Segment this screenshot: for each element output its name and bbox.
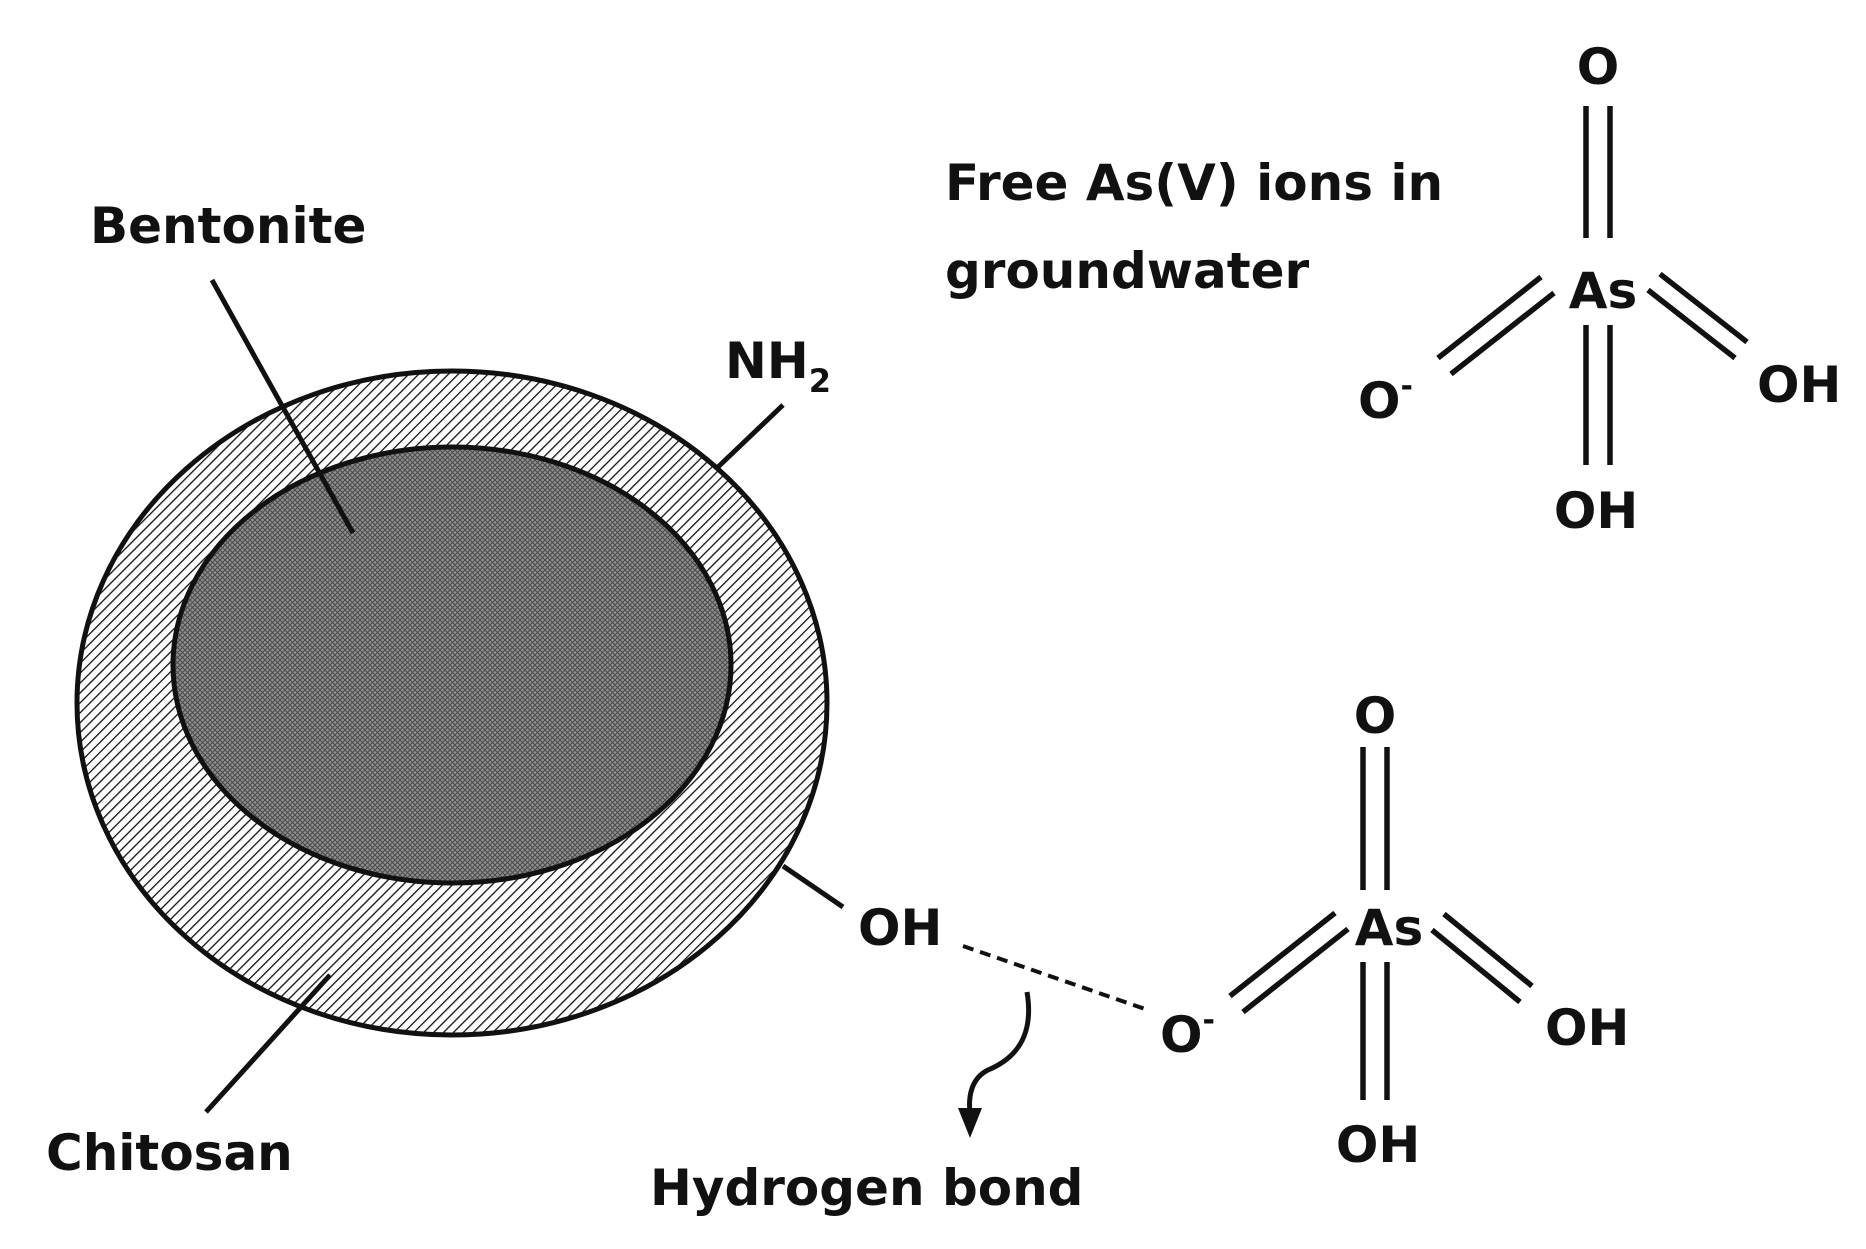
free-ions-label-line1: Free As(V) ions in bbox=[945, 154, 1443, 212]
bentonite-label: Bentonite bbox=[90, 197, 366, 255]
free-arsenate-ion: O As O- OH OH bbox=[1358, 38, 1841, 540]
free-arsenate-left-charge: - bbox=[1401, 369, 1413, 404]
free-arsenate-center: As bbox=[1569, 262, 1637, 320]
bound-arsenate-top-oxygen: O bbox=[1354, 687, 1397, 745]
chitosan-label: Chitosan bbox=[46, 1124, 293, 1182]
bound-arsenate-right-bond-b bbox=[1442, 911, 1534, 989]
bound-arsenate-right-oh: OH bbox=[1545, 999, 1629, 1057]
hydroxyl-group: OH bbox=[858, 899, 942, 957]
free-arsenate-left-bond-b bbox=[1449, 290, 1556, 377]
bound-arsenate-bottom-oh: OH bbox=[1336, 1116, 1420, 1174]
free-arsenate-right-bond-b bbox=[1658, 271, 1749, 345]
hydroxyl-bond-line bbox=[781, 863, 845, 910]
hydrogen-bond-arrow bbox=[967, 991, 1031, 1114]
bound-arsenate-left-main: O bbox=[1160, 1006, 1203, 1064]
amine-group: NH2 bbox=[725, 332, 831, 400]
bentonite-core bbox=[170, 444, 734, 886]
amine-main: NH bbox=[725, 332, 809, 390]
chitosan-leader-line bbox=[204, 973, 332, 1114]
free-arsenate-top-oxygen: O bbox=[1577, 38, 1620, 96]
bentonite-leader-line bbox=[209, 278, 356, 535]
bound-arsenate-left-bond-a bbox=[1228, 910, 1337, 999]
hydrogen-bond-arrowhead bbox=[958, 1108, 982, 1138]
bound-arsenate-ion: O As O- OH OH bbox=[1160, 687, 1629, 1174]
free-arsenate-right-bond-a bbox=[1646, 287, 1737, 361]
amine-subscript: 2 bbox=[809, 362, 831, 400]
free-arsenate-left-bond-a bbox=[1436, 274, 1543, 361]
free-arsenate-left-oxygen: O- bbox=[1358, 369, 1413, 430]
bound-arsenate-right-bond-a bbox=[1430, 927, 1522, 1005]
bound-arsenate-center: As bbox=[1355, 899, 1423, 957]
bound-arsenate-left-charge: - bbox=[1203, 1003, 1215, 1038]
free-arsenate-right-oh: OH bbox=[1757, 356, 1841, 414]
free-arsenate-bottom-oh: OH bbox=[1554, 482, 1638, 540]
free-ions-label-line2: groundwater bbox=[945, 242, 1310, 300]
bound-arsenate-left-bond-b bbox=[1241, 926, 1350, 1015]
hydrogen-bond-label: Hydrogen bond bbox=[650, 1159, 1083, 1217]
hydrogen-bond-dashed-line bbox=[962, 944, 1149, 1012]
free-arsenate-left-main: O bbox=[1358, 372, 1401, 430]
amine-bond-line bbox=[716, 403, 785, 469]
bound-arsenate-left-oxygen: O- bbox=[1160, 1003, 1215, 1064]
